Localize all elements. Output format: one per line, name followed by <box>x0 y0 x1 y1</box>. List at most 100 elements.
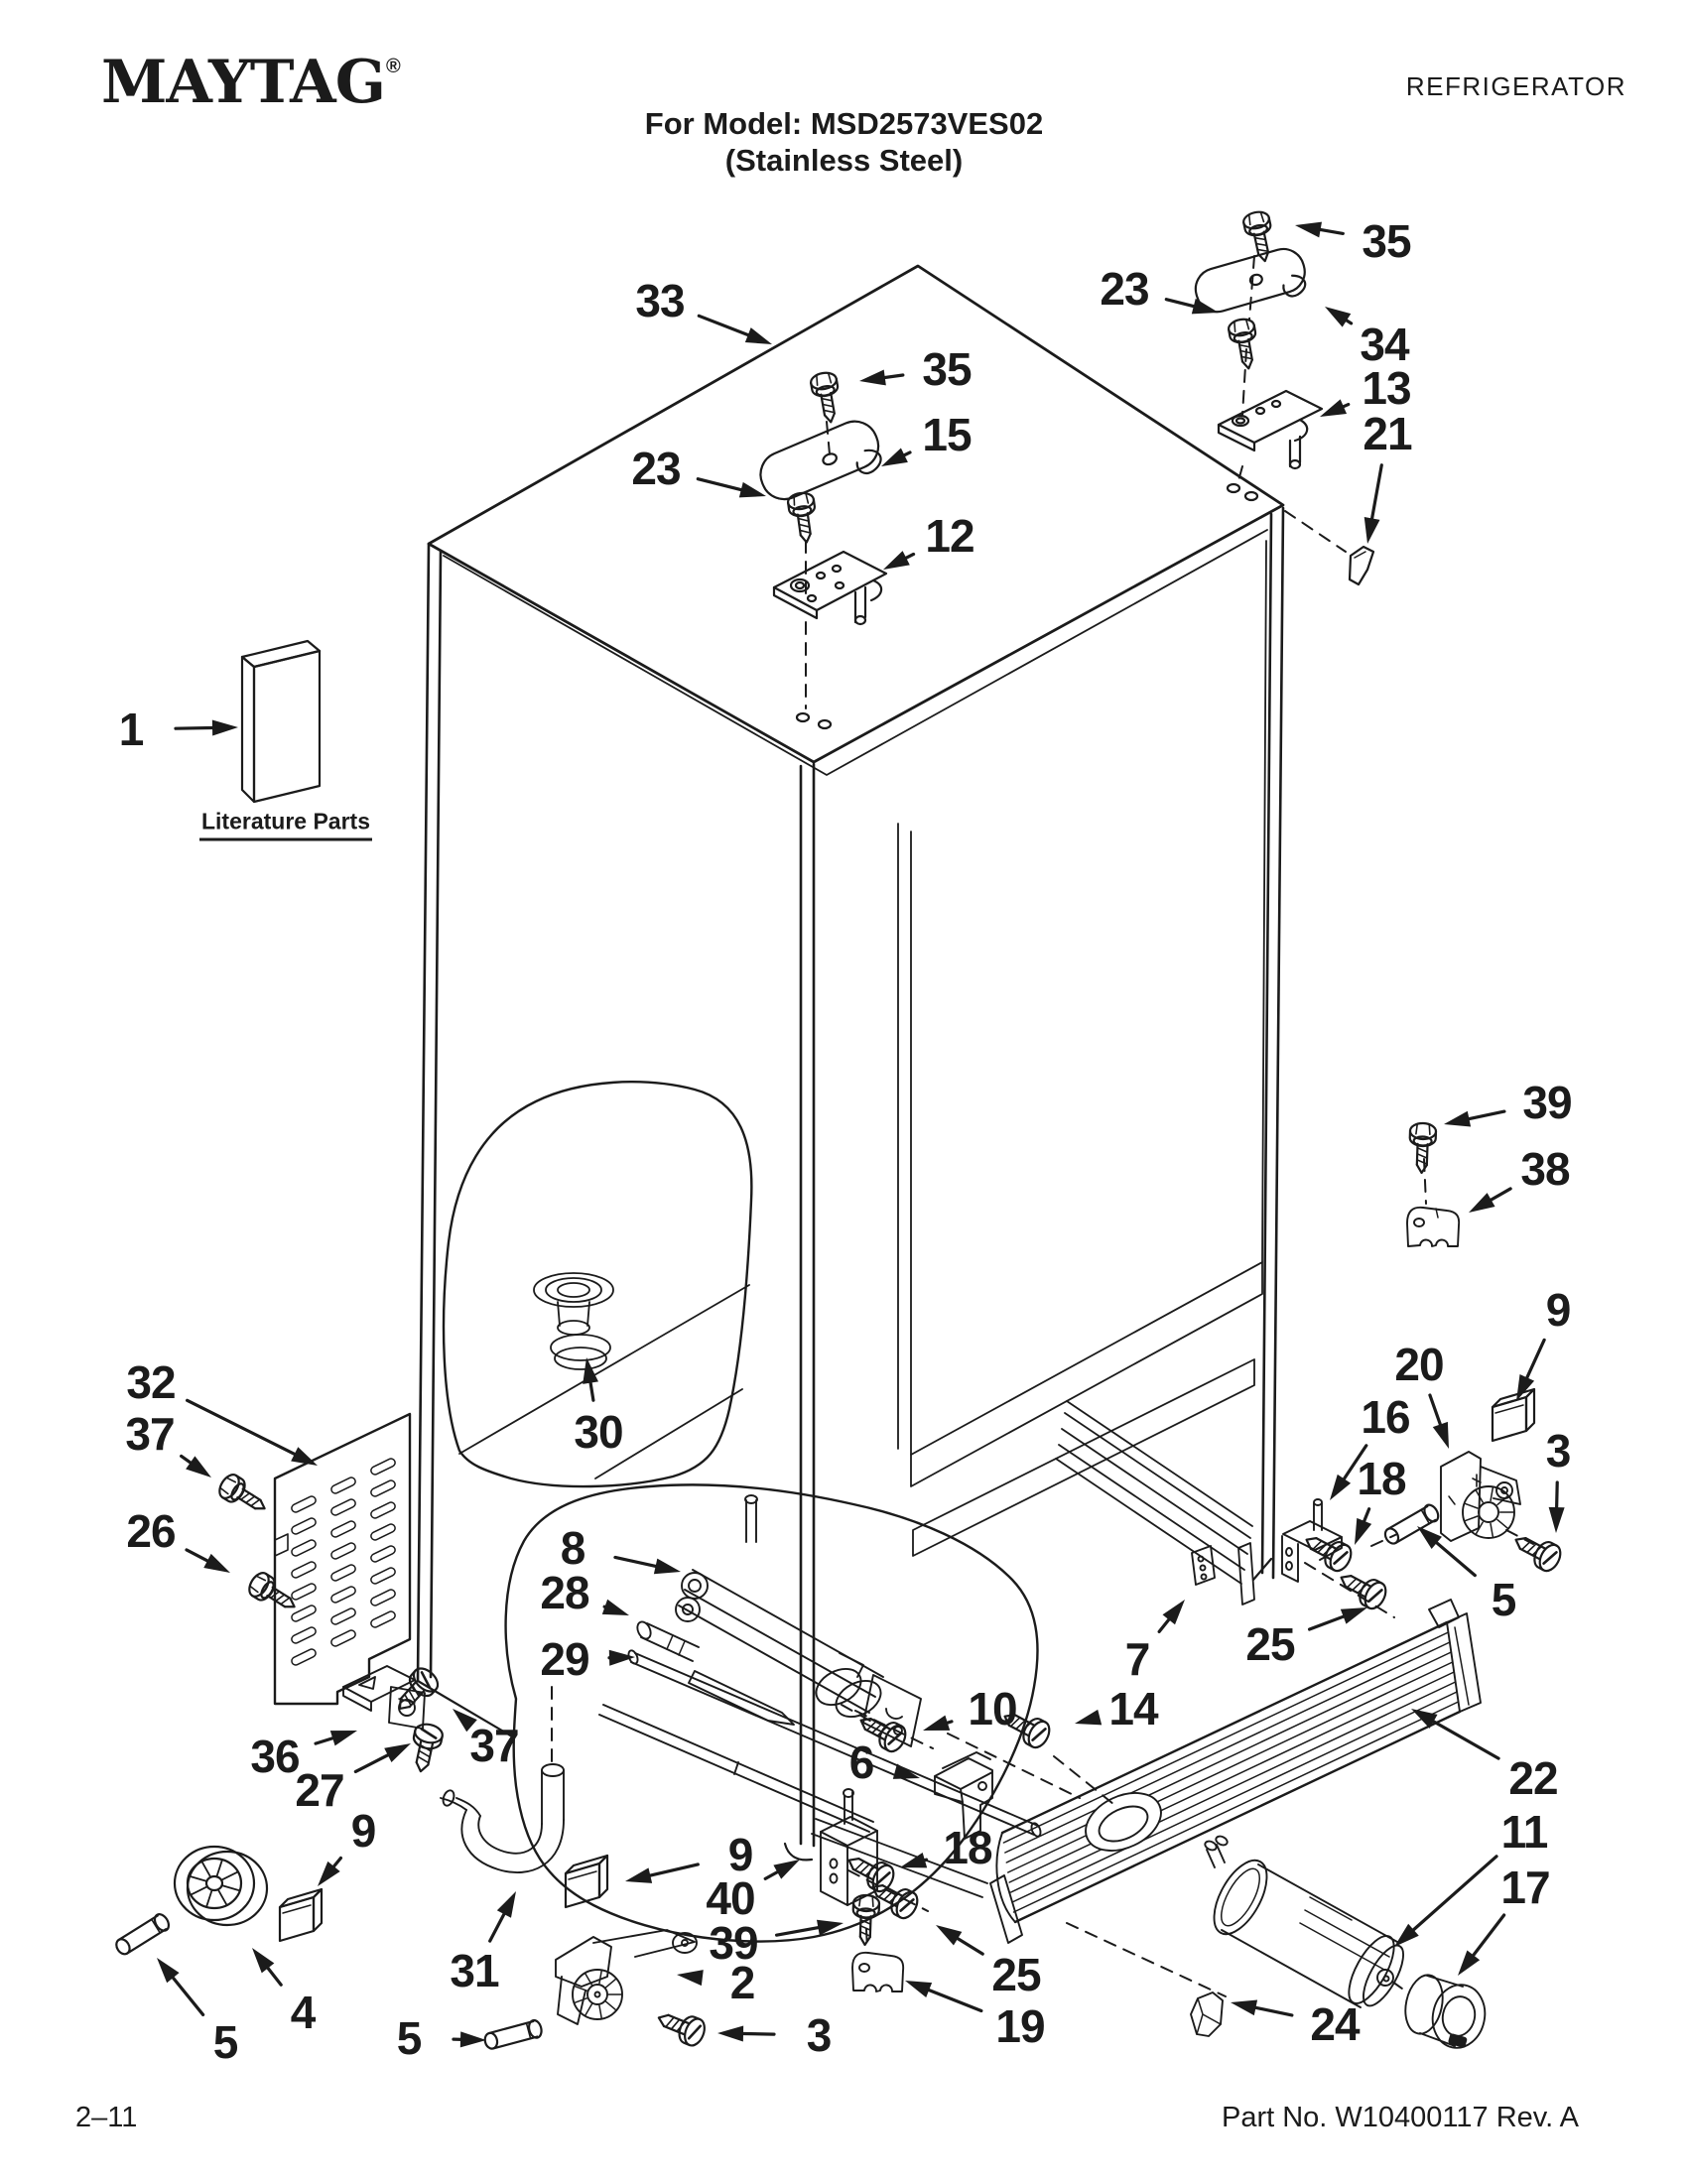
filter-cap-17 <box>1404 1974 1487 2049</box>
callout-arrow-21 <box>1363 463 1383 544</box>
callout-arrow-20 <box>1428 1393 1449 1449</box>
callout-35: 35 <box>1362 215 1411 267</box>
callout-17: 17 <box>1500 1862 1550 1913</box>
callout-26: 26 <box>126 1505 176 1557</box>
drain-grommet-30 <box>533 1272 614 1370</box>
callout-arrow-15 <box>881 448 912 466</box>
callout-5: 5 <box>1491 1574 1517 1625</box>
callout-33: 33 <box>635 275 685 326</box>
callout-11: 11 <box>1500 1806 1549 1858</box>
callout-arrow-7 <box>1157 1600 1185 1633</box>
callout-arrow-40 <box>763 1860 800 1880</box>
finish-line: (Stainless Steel) <box>724 143 964 178</box>
tube-28 <box>636 1620 795 1726</box>
clamp-38 <box>1406 1206 1461 1247</box>
callout-arrow-9 <box>318 1856 343 1886</box>
callout-arrow-9 <box>1516 1338 1546 1401</box>
callout-37: 37 <box>125 1408 175 1460</box>
callout-4: 4 <box>290 1987 317 2038</box>
callout-arrow-25 <box>936 1925 984 1956</box>
callout-arrow-25 <box>1307 1607 1367 1631</box>
callout-arrow-32 <box>186 1398 318 1466</box>
callout-arrow-11 <box>1394 1855 1498 1947</box>
callout-9: 9 <box>350 1805 377 1857</box>
callout-arrow-37 <box>453 1709 477 1733</box>
callout-arrow-30 <box>583 1357 599 1402</box>
callout-arrow-14 <box>1075 1709 1103 1726</box>
callout-arrow-35 <box>1295 221 1345 238</box>
literature-parts-label: Literature Parts <box>198 809 373 841</box>
callout-9: 9 <box>727 1829 754 1880</box>
tube-29 <box>598 1649 1042 1838</box>
callout-arrow-28 <box>601 1599 629 1615</box>
plate-7 <box>1191 1545 1216 1586</box>
callout-16: 16 <box>1361 1391 1410 1443</box>
brand-logo: MAYTAG® <box>101 48 401 117</box>
callout-15: 15 <box>922 409 972 460</box>
callout-40: 40 <box>706 1872 755 1924</box>
callout-arrow-26 <box>185 1548 230 1573</box>
part-number: Part No. W10400117 Rev. A <box>1221 2102 1579 2133</box>
roller-assembly-2 <box>555 1929 698 2025</box>
callout-2: 2 <box>729 1957 756 2008</box>
callout-20: 20 <box>1394 1339 1444 1390</box>
callout-24: 24 <box>1310 1998 1360 2050</box>
callout-arrow-4 <box>252 1948 283 1987</box>
doc-type-label: REFRIGERATOR <box>1405 71 1626 101</box>
assembly-dashes <box>551 255 1534 1997</box>
callout-13: 13 <box>1362 362 1411 414</box>
model-line: For Model: MSD2573VES02 <box>644 106 1044 141</box>
callout-37: 37 <box>469 1720 519 1771</box>
page-number: 2–11 <box>75 2102 138 2133</box>
callout-arrow-31 <box>488 1891 516 1943</box>
vent-panel-32 <box>273 1412 412 1706</box>
callout-18: 18 <box>1357 1453 1406 1504</box>
callout-19: 19 <box>995 2000 1045 2052</box>
callout-arrow-17 <box>1458 1913 1506 1976</box>
brand-text: MAYTAG <box>101 48 386 117</box>
clamp-19 <box>851 1951 905 1992</box>
callout-23: 23 <box>631 443 681 494</box>
callout-34: 34 <box>1360 319 1409 370</box>
callout-12: 12 <box>925 510 974 562</box>
callout-arrow-12 <box>883 551 916 570</box>
literature-book <box>240 639 322 804</box>
callout-arrow-6 <box>892 1763 920 1779</box>
callout-arrow-18 <box>900 1852 929 1868</box>
callout-32: 32 <box>126 1356 176 1408</box>
callout-arrow-36 <box>314 1731 357 1746</box>
wheel-4 <box>173 1845 269 1927</box>
callout-36: 36 <box>250 1731 300 1782</box>
cabinet-body <box>416 264 1285 1898</box>
registered-mark-icon: ® <box>385 56 401 77</box>
callout-38: 38 <box>1520 1143 1570 1195</box>
callout-arrow-16 <box>1330 1444 1368 1500</box>
clip-21 <box>1348 545 1375 586</box>
left-wall-cutaway <box>442 1081 753 1488</box>
drain-tube-31 <box>440 1763 565 1873</box>
callout-arrow-8 <box>613 1555 681 1575</box>
callout-22: 22 <box>1508 1752 1558 1804</box>
spacer-pads <box>278 1387 1536 1943</box>
callout-arrows <box>157 221 1565 2048</box>
callout-arrow-19 <box>905 1981 983 2013</box>
roller-assembly-20 <box>1440 1451 1521 1542</box>
callout-23: 23 <box>1100 263 1149 315</box>
callout-arrow-34 <box>1325 307 1354 327</box>
callout-arrow-1 <box>174 719 238 736</box>
callout-arrow-3 <box>1548 1480 1565 1533</box>
callout-5: 5 <box>396 2012 423 2064</box>
callout-27: 27 <box>295 1764 344 1816</box>
callout-arrow-23 <box>696 477 766 498</box>
hinge-cover-34 <box>1194 247 1307 314</box>
callout-arrow-2 <box>677 1970 704 1987</box>
callout-arrow-5 <box>157 1958 205 2017</box>
bracket-6 <box>934 1751 993 1840</box>
callout-arrow-9 <box>625 1863 700 1883</box>
callout-arrow-5 <box>452 2031 486 2048</box>
callout-arrow-39 <box>1444 1109 1506 1127</box>
callout-arrow-3 <box>717 2025 776 2042</box>
callout-6: 6 <box>848 1736 875 1788</box>
